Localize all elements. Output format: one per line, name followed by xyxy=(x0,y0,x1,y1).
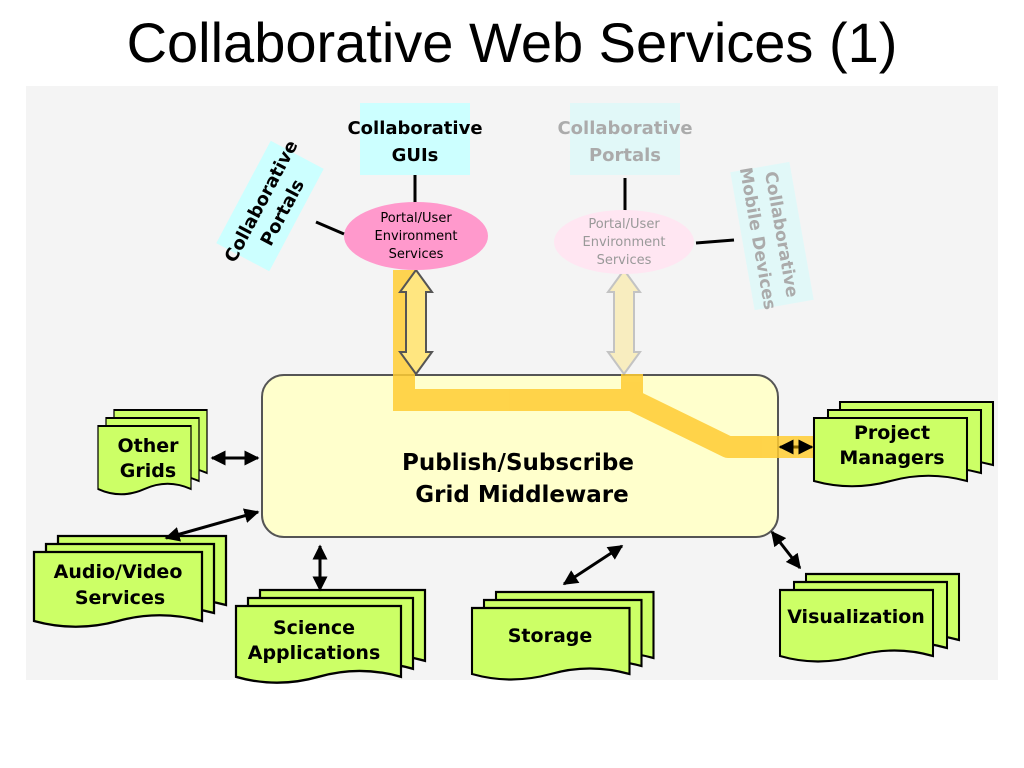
collab-portals-top-box xyxy=(570,103,680,175)
storage-line1: Storage xyxy=(508,625,593,647)
portal-services-right-line2: Environment xyxy=(582,235,665,250)
double-arrow-right xyxy=(606,268,642,376)
audio-video-line1: Audio/Video xyxy=(54,561,183,583)
science-apps-line1: Science xyxy=(273,617,355,639)
project-managers-line2: Managers xyxy=(839,447,944,469)
collab-portals-top-label: Collaborative xyxy=(557,118,692,139)
other-grids-line2: Grids xyxy=(120,460,176,482)
collab-portals-left-group: Collaborative Portals xyxy=(216,137,324,272)
portal-services-ellipse-right xyxy=(554,210,694,274)
science-apps-node: Science Applications xyxy=(234,588,427,684)
middleware-label-line2: Grid Middleware xyxy=(415,482,628,508)
visualization-node: Visualization xyxy=(778,572,961,663)
collab-mobile-group: Collaborative Mobile Devices xyxy=(730,161,814,311)
visualization-line1: Visualization xyxy=(787,606,925,628)
portal-services-right-line3: Services xyxy=(597,253,652,268)
portal-services-ellipse-left xyxy=(344,202,488,270)
collab-guis-label-2: GUIs xyxy=(392,145,439,166)
storage-node: Storage xyxy=(470,590,655,681)
audio-video-node: Audio/Video Services xyxy=(32,534,228,628)
slide-title: Collaborative Web Services (1) xyxy=(126,11,898,74)
connector-arrows xyxy=(164,439,814,592)
project-managers-node: Project Managers xyxy=(812,400,995,488)
collab-portals-top-label-2: Portals xyxy=(589,145,661,166)
other-grids-line1: Other xyxy=(117,435,179,457)
other-grids-node: Other Grids xyxy=(96,408,209,496)
project-managers-line1: Project xyxy=(854,422,930,444)
portal-services-left-line1: Portal/User xyxy=(380,211,452,226)
portal-services-right-line1: Portal/User xyxy=(588,217,660,232)
middleware-label-line1: Publish/Subscribe xyxy=(402,450,634,476)
portal-services-left-line2: Environment xyxy=(374,229,457,244)
collab-guis-box xyxy=(360,103,470,175)
science-apps-line2: Applications xyxy=(248,642,381,664)
double-arrow-left xyxy=(398,268,434,376)
collab-guis-label: Collaborative xyxy=(347,118,482,139)
audio-video-line2: Services xyxy=(75,587,165,609)
portal-services-left-line3: Services xyxy=(389,247,444,262)
